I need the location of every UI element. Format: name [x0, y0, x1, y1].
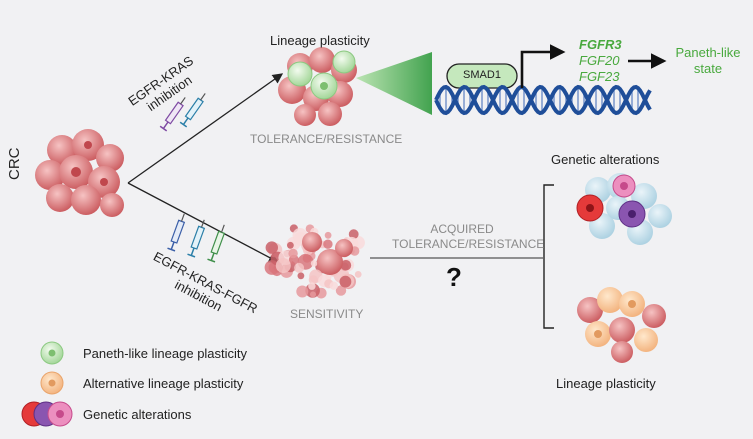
gene-fgfr3: FGFR3 — [579, 37, 622, 52]
crc-tumor-cluster — [35, 129, 124, 217]
green-cell-icon — [40, 341, 64, 365]
lineage-plasticity-bottom-title: Lineage plasticity — [556, 376, 656, 391]
syringe-icon — [159, 93, 206, 132]
orange-cell-icon — [40, 371, 64, 395]
tolerance-resistance-label: TOLERANCE/RESISTANCE — [250, 132, 403, 146]
lineage-plasticity-title: Lineage plasticity — [270, 33, 370, 48]
acquired-resistance-label: ACQUIRED TOLERANCE/RESISTANCE — [392, 222, 545, 251]
genetic-alterations-title: Genetic alterations — [551, 152, 660, 167]
gene-fgf23: FGF23 — [579, 69, 620, 84]
sensitivity-label: SENSITIVITY — [290, 307, 364, 321]
tolerant-tumor-cluster — [278, 47, 357, 126]
dna-helix-icon — [434, 84, 652, 116]
outcome-bracket — [543, 184, 554, 329]
legend-item-alternative: Alternative lineage plasticity — [83, 376, 244, 391]
crc-label: CRC — [6, 147, 23, 181]
genetic-alterations-cluster — [576, 173, 672, 245]
smad1-label: SMAD1 — [463, 69, 501, 81]
transcription-arrow — [520, 44, 566, 88]
alternative-lineage-cluster — [577, 287, 666, 363]
mutant-cells-icon — [21, 401, 73, 427]
legend-item-paneth: Paneth-like lineage plasticity — [83, 346, 248, 361]
fgf-gene-list: FGFR3 FGF20 FGF23 — [579, 37, 622, 85]
zoom-cone — [356, 52, 432, 115]
legend-item-genetic: Genetic alterations — [83, 407, 192, 422]
paneth-state-label: Paneth-like state — [675, 45, 741, 76]
sensitive-tumor-cluster — [264, 224, 365, 299]
question-mark: ? — [446, 262, 462, 292]
gene-fgf20: FGF20 — [579, 53, 620, 68]
syringe-icon — [167, 213, 226, 263]
